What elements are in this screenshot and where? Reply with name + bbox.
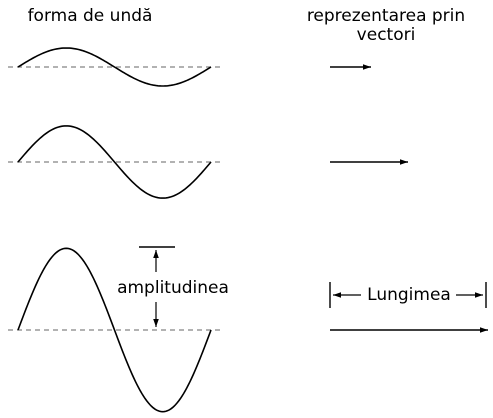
vector-header-line2: vectori	[357, 25, 416, 45]
amplitude-label: amplitudinea	[117, 278, 229, 298]
sine-wave-large	[17, 247, 212, 413]
sine-wave-small	[17, 47, 212, 87]
length-label: Lungimea	[367, 285, 451, 305]
waveform-header: forma de undă	[28, 6, 153, 26]
sine-wave-medium	[17, 125, 212, 199]
vector-header-line1: reprezentarea prin	[307, 6, 465, 26]
